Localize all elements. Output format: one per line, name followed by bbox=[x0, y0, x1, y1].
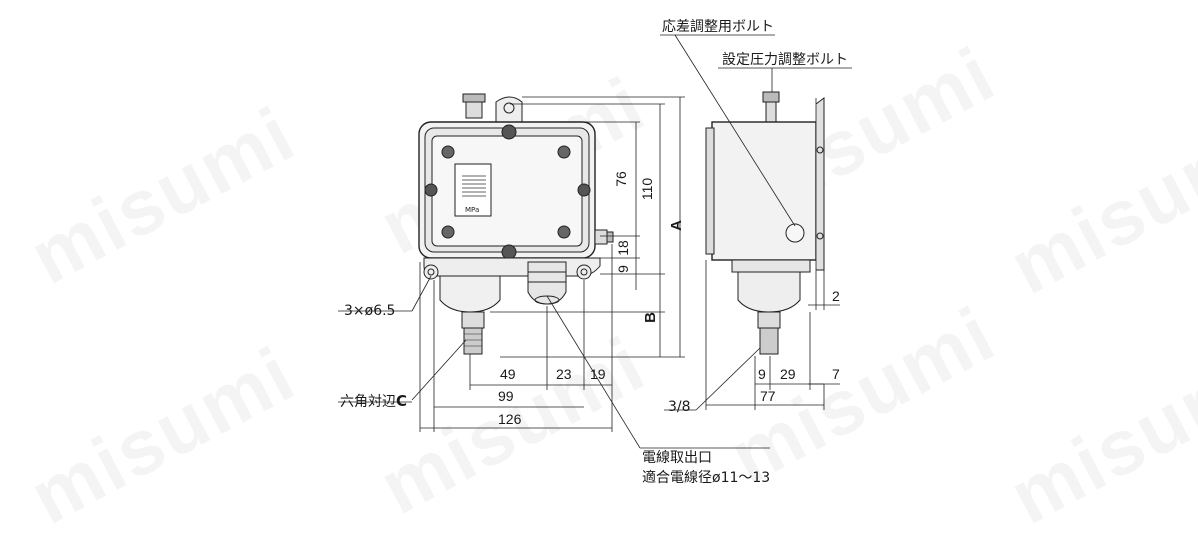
dim-18: 18 bbox=[614, 240, 631, 256]
cable-diameter-callout: 適合電線径ø11～13 bbox=[642, 470, 771, 486]
technical-drawing bbox=[338, 34, 852, 449]
dim-126: 126 bbox=[498, 411, 522, 427]
hex-flat-callout: 六角対辺C bbox=[340, 392, 408, 410]
thread-callout: 3/8 bbox=[668, 399, 691, 415]
hex-flat-letter: C bbox=[396, 392, 408, 410]
side-view bbox=[705, 91, 825, 355]
dim-49: 49 bbox=[500, 366, 516, 382]
scale-unit-label: MPa bbox=[465, 206, 480, 214]
side-dimensions bbox=[660, 34, 852, 411]
dim-9-horizontal: 9 bbox=[758, 366, 766, 382]
dim-99: 99 bbox=[498, 388, 514, 404]
dim-29: 29 bbox=[780, 366, 796, 382]
dim-19: 19 bbox=[590, 366, 606, 382]
differential-bolt-callout: 応差調整用ボルト bbox=[662, 19, 774, 35]
setpoint-bolt-callout: 設定圧力調整ボルト bbox=[722, 52, 848, 68]
dim-23: 23 bbox=[556, 366, 572, 382]
dim-B: B bbox=[641, 312, 659, 323]
mount-holes-callout: 3×ø6.5 bbox=[344, 303, 396, 319]
dim-2: 2 bbox=[832, 288, 840, 304]
hex-flat-prefix: 六角対辺 bbox=[340, 394, 396, 410]
dim-A: A bbox=[667, 220, 685, 231]
dim-9-vertical: 9 bbox=[614, 265, 631, 273]
front-dimensions bbox=[338, 96, 770, 449]
dim-110: 110 bbox=[639, 177, 656, 201]
dim-7: 7 bbox=[832, 366, 840, 382]
front-view bbox=[418, 93, 614, 355]
cable-outlet-callout: 電線取出口 bbox=[642, 450, 712, 466]
dim-77: 77 bbox=[760, 388, 776, 404]
dim-76: 76 bbox=[612, 171, 629, 187]
